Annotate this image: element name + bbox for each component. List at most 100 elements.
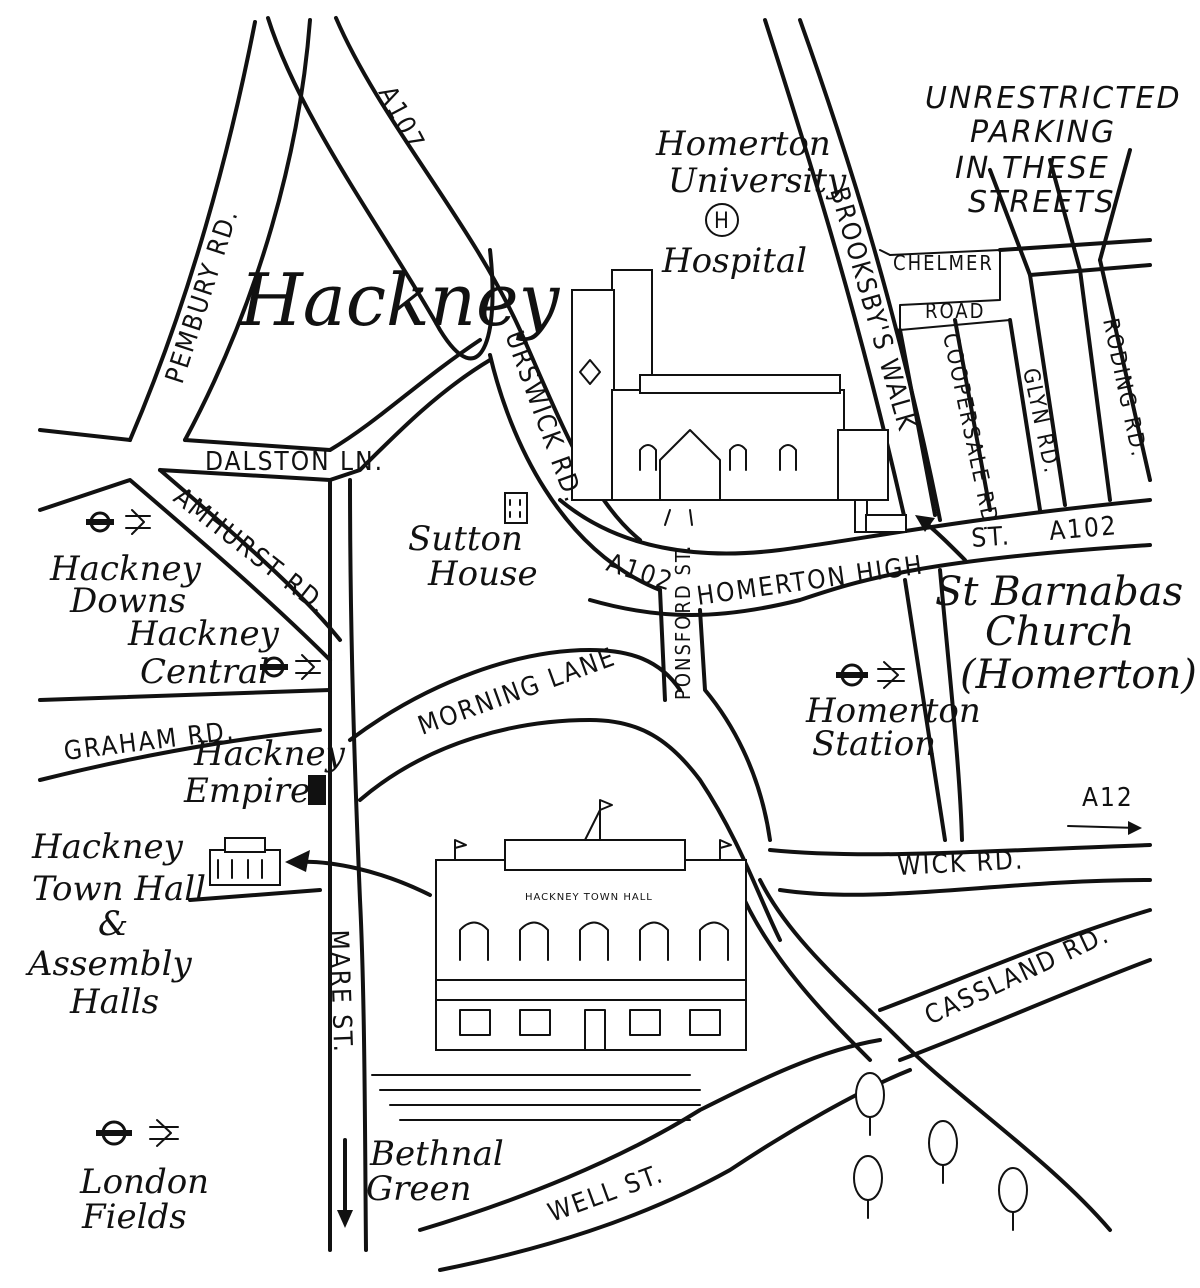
national-rail-icon bbox=[149, 1119, 179, 1147]
road-wick-south bbox=[778, 878, 1152, 897]
hospital-line-1: Homerton bbox=[655, 124, 831, 164]
label-hackney-empire: Hackney Empire bbox=[183, 734, 346, 811]
road-pembury-edge-b bbox=[183, 18, 312, 442]
hospital-symbol-text: H bbox=[714, 209, 731, 234]
label-chelmer-road: ROAD bbox=[925, 299, 985, 323]
town-hall-line-4: Assembly bbox=[25, 944, 192, 984]
town-hall-sign-text: HACKNEY TOWN HALL bbox=[525, 892, 653, 903]
hackney-empire-marker bbox=[308, 775, 326, 805]
label-ponsford-st: PONSFORD ST. bbox=[671, 544, 695, 700]
road-grid-top-b bbox=[1028, 263, 1152, 277]
underground-roundel-icon bbox=[836, 663, 868, 687]
town-hall-line-3: & bbox=[98, 904, 128, 944]
label-wick-rd: WICK RD. bbox=[897, 845, 1025, 882]
town-hall-line-1: Hackney bbox=[31, 827, 184, 867]
bethnal-green-line-2: Green bbox=[366, 1169, 472, 1209]
label-bethnal-green: Bethnal Green bbox=[366, 1134, 504, 1209]
road-graham-north bbox=[38, 688, 332, 702]
label-unrestricted-parking: UNRESTRICTED PARKING IN THESE STREETS bbox=[925, 81, 1182, 220]
label-dalston-ln: DALSTON LN. bbox=[205, 447, 384, 477]
arrows bbox=[285, 515, 1142, 1228]
hospital-line-3: Hospital bbox=[661, 241, 807, 281]
tree-icon bbox=[998, 1167, 1028, 1231]
label-hospital: Homerton University Hospital bbox=[655, 124, 847, 281]
hospital-line-2: University bbox=[668, 161, 847, 201]
parking-line-3: IN THESE bbox=[955, 151, 1110, 186]
hospital-building-illustration bbox=[571, 269, 889, 526]
road-ponsford-east bbox=[698, 608, 772, 842]
london-fields-rail-icons bbox=[96, 1119, 179, 1147]
sutton-line-1: Sutton bbox=[408, 519, 523, 559]
parking-line-1: UNRESTRICTED bbox=[925, 81, 1182, 116]
town-hall-line-2: Town Hall bbox=[32, 869, 206, 909]
label-coopersale-rd: COOPERSALE RD. bbox=[937, 331, 1004, 535]
underground-roundel-icon bbox=[260, 656, 288, 678]
road-homerton-north bbox=[558, 498, 1152, 556]
national-rail-icon bbox=[877, 661, 905, 689]
road-wick-north bbox=[768, 843, 1152, 857]
town-hall-building-illustration: HACKNEY TOWN HALL bbox=[371, 799, 747, 1121]
road-grid-glyn bbox=[1008, 318, 1042, 512]
road-se-diagonal-b bbox=[738, 888, 872, 1062]
road-graham-south bbox=[38, 728, 322, 782]
st-barnabas-church-icon bbox=[854, 499, 907, 533]
national-rail-icon bbox=[125, 509, 151, 535]
church-line-2: Church bbox=[985, 609, 1134, 655]
label-sutton-house: Sutton House bbox=[408, 519, 538, 594]
parking-line-2: PARKING bbox=[970, 115, 1116, 150]
road-townhall-side bbox=[188, 888, 322, 902]
hackney-empire-line-1: Hackney bbox=[193, 734, 346, 774]
road-dalston-south bbox=[158, 358, 492, 482]
bethnal-green-line-1: Bethnal bbox=[369, 1134, 504, 1174]
town-hall-line-5: Halls bbox=[69, 982, 159, 1022]
town-hall-small-icon bbox=[209, 837, 281, 886]
national-rail-icon bbox=[295, 654, 321, 680]
sutton-house-icon bbox=[504, 492, 528, 524]
hackney-downs-rail-icons bbox=[86, 509, 151, 535]
homerton-station-rail-icons bbox=[836, 661, 905, 689]
road-grid-roding bbox=[1078, 268, 1112, 502]
road-pembury-edge-a bbox=[128, 20, 257, 442]
label-mare-st: MARE ST. bbox=[323, 929, 357, 1054]
road-urswick-west bbox=[488, 353, 662, 592]
label-hackney-downs: Hackney Downs bbox=[49, 549, 202, 621]
sutton-line-2: House bbox=[427, 554, 538, 594]
road-cassland-north bbox=[878, 908, 1152, 1012]
road-se-diagonal-a bbox=[758, 878, 1112, 1232]
church-arrowhead-icon bbox=[915, 515, 935, 532]
road-amhurst-a bbox=[38, 478, 332, 662]
road-morning-north bbox=[348, 648, 682, 742]
label-homerton-high: HOMERTON HIGH bbox=[695, 550, 926, 612]
tree-icon bbox=[853, 1155, 883, 1219]
town-hall-arrowhead-icon bbox=[285, 850, 310, 872]
road-a107-west-edge bbox=[266, 16, 495, 361]
road-station-west bbox=[903, 578, 947, 842]
road-brooksbys-east bbox=[798, 18, 942, 522]
road-grid-glyn-b bbox=[1028, 273, 1067, 507]
road-grid-a bbox=[879, 249, 891, 256]
label-a107: A107 bbox=[372, 81, 431, 156]
road-grid-upper-b bbox=[1048, 158, 1082, 272]
a12-arrowhead-icon bbox=[1128, 821, 1142, 835]
london-fields-line-2: Fields bbox=[81, 1197, 187, 1237]
road-grid-roding-b bbox=[1098, 258, 1152, 482]
tree-icons bbox=[853, 1072, 1028, 1231]
hackney-empire-line-2: Empire bbox=[183, 771, 310, 811]
hackney-central-line-1: Hackney bbox=[127, 614, 280, 654]
road-dalston-north bbox=[38, 428, 132, 442]
label-homerton-high-st: ST. bbox=[970, 521, 1011, 554]
hackney-central-line-2: Central bbox=[140, 652, 269, 692]
road-morning-south bbox=[358, 718, 782, 942]
label-roding-rd: RODING RD. bbox=[1097, 316, 1151, 460]
homerton-station-line-1: Homerton bbox=[805, 691, 981, 731]
label-london-fields: London Fields bbox=[79, 1162, 209, 1237]
road-grid-upper-a bbox=[988, 168, 1032, 277]
label-st-barnabas-church: St Barnabas Church (Homerton) bbox=[935, 569, 1197, 698]
hackney-downs-line-1: Hackney bbox=[49, 549, 202, 589]
label-a102-east: A102 bbox=[1048, 511, 1119, 547]
label-homerton-station: Homerton Station bbox=[805, 691, 981, 764]
road-dalston-inner bbox=[183, 338, 482, 452]
label-chelmer: CHELMER bbox=[893, 251, 994, 275]
church-line-1: St Barnabas bbox=[935, 569, 1183, 615]
